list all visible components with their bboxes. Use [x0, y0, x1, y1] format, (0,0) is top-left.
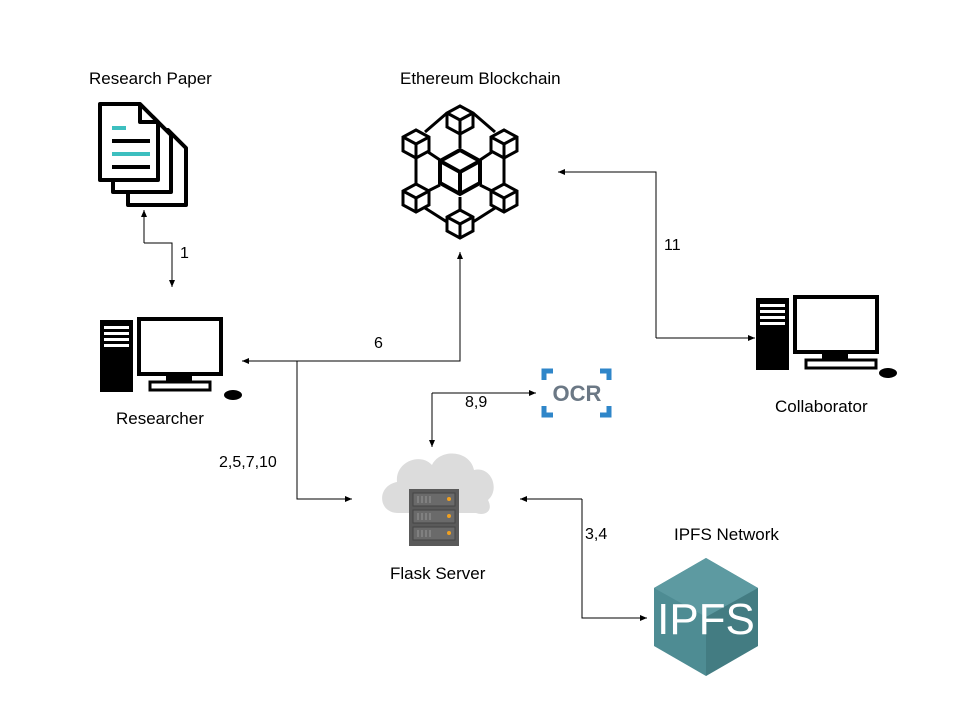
edge-label-2-5-7-10: 2,5,7,10: [219, 454, 277, 471]
blockchain-label: Ethereum Blockchain: [400, 69, 561, 88]
edge-blockchain-up: [297, 252, 463, 362]
collaborator-label: Collaborator: [775, 397, 868, 416]
ipfs-cube-icon: IPFS: [654, 558, 758, 676]
edge-label-3-4: 3,4: [585, 526, 608, 543]
edge-collaborator-blockchain: [558, 169, 657, 338]
ipfs-network-label: IPFS Network: [674, 525, 779, 544]
desktop-computer-icon: [756, 295, 897, 378]
researcher-label: Researcher: [116, 409, 204, 428]
edge-label-1: 1: [180, 245, 189, 262]
edge-researcher-server: [296, 361, 352, 502]
document-stack-icon: [98, 102, 188, 207]
desktop-computer-icon: [100, 317, 242, 400]
edge-paper-researcher-down: [144, 242, 175, 287]
edge-label-11: 11: [664, 237, 681, 254]
flask-server-label: Flask Server: [390, 564, 486, 583]
ocr-scan-icon: OCR: [541, 368, 612, 418]
edge-ipfs-server: [581, 499, 647, 621]
edge-label-8-9: 8,9: [465, 394, 488, 411]
ocr-text: OCR: [553, 381, 602, 406]
blockchain-network-icon: [401, 104, 519, 240]
cloud-server-icon: [382, 453, 494, 546]
ipfs-logo-text: IPFS: [657, 595, 755, 644]
research-paper-label: Research Paper: [89, 69, 212, 88]
edge-label-6: 6: [374, 335, 383, 352]
